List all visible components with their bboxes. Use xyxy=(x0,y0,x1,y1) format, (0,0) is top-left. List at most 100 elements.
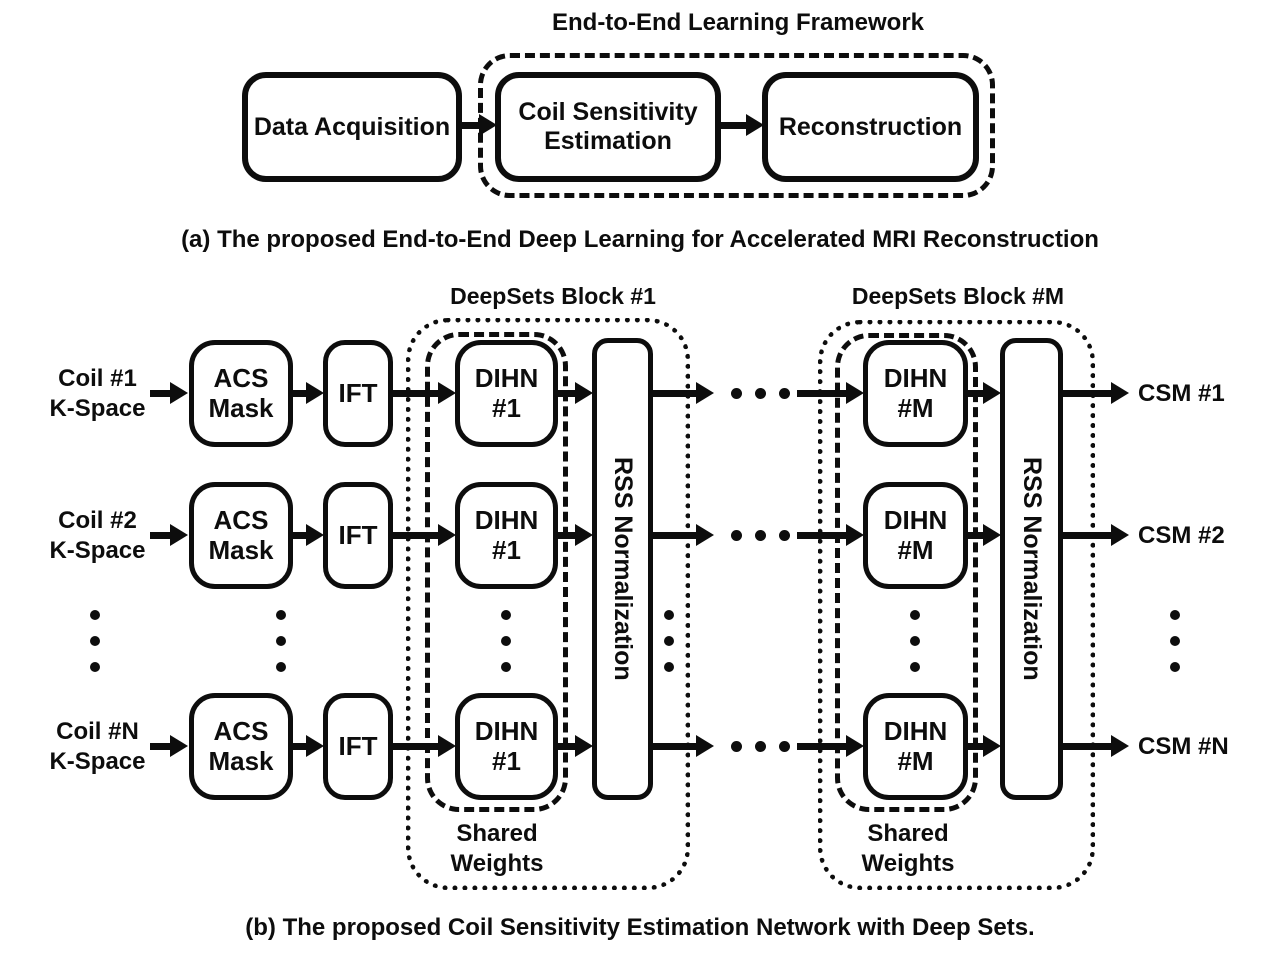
arrow-head-icon xyxy=(170,382,188,404)
shared-weights-label-block1: Shared Weights xyxy=(450,820,544,877)
horizontal-ellipsis-icon xyxy=(731,530,790,541)
arrow-shaft xyxy=(460,122,482,129)
rss-normalization-box-blockM: RSS Normalization xyxy=(1000,338,1063,800)
dot xyxy=(910,636,920,646)
deepsets-blockM-title: DeepSets Block #M xyxy=(851,283,1065,309)
vertical-ellipsis-icon xyxy=(664,610,674,672)
arrow-head-icon xyxy=(983,524,1001,546)
flow-arrow xyxy=(150,524,188,547)
arrow-head-icon xyxy=(575,524,593,546)
deepsets-block1-title: DeepSets Block #1 xyxy=(450,283,656,309)
dot xyxy=(779,741,790,752)
dihn-box-block1: DIHN #1 xyxy=(455,482,558,589)
deepsets-blockM-dotted-frame xyxy=(818,320,1095,890)
flow-arrow xyxy=(392,735,456,758)
arrow-head-icon xyxy=(479,114,497,136)
dihn-box-blockM: DIHN #M xyxy=(863,693,968,800)
flow-arrow xyxy=(150,735,188,758)
arrow-shaft xyxy=(557,390,578,397)
dot xyxy=(664,662,674,672)
arrow-shaft xyxy=(1062,743,1114,750)
arrow-head-icon xyxy=(306,524,324,546)
arrow-shaft xyxy=(967,532,986,539)
vertical-ellipsis-icon xyxy=(501,610,511,672)
flow-arrow xyxy=(292,382,324,405)
arrow-shaft xyxy=(967,390,986,397)
arrow-head-icon xyxy=(306,382,324,404)
dot xyxy=(755,388,766,399)
flow-arrow xyxy=(797,382,864,405)
flow-arrow xyxy=(797,524,864,547)
flow-arrow xyxy=(652,524,714,547)
acs-mask-box: ACS Mask xyxy=(189,482,293,589)
acs-mask-box: ACS Mask xyxy=(189,693,293,800)
arrow-head-icon xyxy=(438,382,456,404)
rss-normalization-box-block1: RSS Normalization xyxy=(592,338,653,800)
shared-weights-dashed-frame-block1 xyxy=(425,332,568,812)
dot xyxy=(501,610,511,620)
flow-arrow xyxy=(967,382,1001,405)
ift-box: IFT xyxy=(323,693,393,800)
dot xyxy=(664,636,674,646)
dihn-box-blockM: DIHN #M xyxy=(863,340,968,447)
data-acquisition-box: Data Acquisition xyxy=(242,72,462,182)
vertical-ellipsis-icon xyxy=(910,610,920,672)
arrow-shaft xyxy=(292,390,309,397)
vertical-ellipsis-icon xyxy=(1170,610,1180,672)
flow-arrow xyxy=(392,524,456,547)
arrow-shaft xyxy=(797,743,849,750)
flow-arrow xyxy=(797,735,864,758)
arrow-head-icon xyxy=(438,735,456,757)
arrow-head-icon xyxy=(846,524,864,546)
dot xyxy=(501,662,511,672)
arrow-shaft xyxy=(150,390,173,397)
arrow-head-icon xyxy=(306,735,324,757)
csm-output-label: CSM #N xyxy=(1138,733,1229,760)
dot xyxy=(731,530,742,541)
panel-a: End-to-End Learning Framework Data Acqui… xyxy=(0,0,1280,260)
ift-box: IFT xyxy=(323,340,393,447)
flow-arrow xyxy=(392,382,456,405)
arrow-shaft xyxy=(652,532,699,539)
arrow-shaft xyxy=(557,743,578,750)
arrow-head-icon xyxy=(696,735,714,757)
dot xyxy=(1170,662,1180,672)
arrow-shaft xyxy=(150,532,173,539)
dot xyxy=(755,741,766,752)
dot xyxy=(731,741,742,752)
dot xyxy=(276,610,286,620)
arrow-shaft xyxy=(150,743,173,750)
flow-arrow xyxy=(967,735,1001,758)
vertical-ellipsis-icon xyxy=(90,610,100,672)
horizontal-ellipsis-icon xyxy=(731,388,790,399)
coil-kspace-label: Coil #1 K-Space xyxy=(49,365,146,422)
dot xyxy=(779,388,790,399)
dot xyxy=(276,662,286,672)
panel-a-caption: (a) The proposed End-to-End Deep Learnin… xyxy=(181,226,1099,253)
arrow-shaft xyxy=(392,743,441,750)
rss-normalization-label: RSS Normalization xyxy=(1017,457,1046,681)
arrow-head-icon xyxy=(983,382,1001,404)
arrow-head-icon xyxy=(170,524,188,546)
coil-kspace-label: Coil #2 K-Space xyxy=(49,507,146,564)
flow-arrow xyxy=(557,524,593,547)
arrow-shaft xyxy=(557,532,578,539)
dihn-box-block1: DIHN #1 xyxy=(455,693,558,800)
dot xyxy=(1170,610,1180,620)
arrow-shaft xyxy=(797,532,849,539)
arrow-shaft xyxy=(719,122,749,129)
dot xyxy=(276,636,286,646)
arrow-head-icon xyxy=(846,382,864,404)
coil-kspace-label: Coil #N K-Space xyxy=(49,718,146,775)
dot xyxy=(90,636,100,646)
flow-arrow xyxy=(1062,524,1129,547)
shared-weights-dashed-frame-blockM xyxy=(835,333,978,812)
rss-normalization-label: RSS Normalization xyxy=(608,457,637,681)
ift-box: IFT xyxy=(323,482,393,589)
flow-arrow xyxy=(557,382,593,405)
flow-arrow xyxy=(150,382,188,405)
dot xyxy=(755,530,766,541)
flow-arrow xyxy=(1062,382,1129,405)
acs-mask-box: ACS Mask xyxy=(189,340,293,447)
dihn-box-block1: DIHN #1 xyxy=(455,340,558,447)
